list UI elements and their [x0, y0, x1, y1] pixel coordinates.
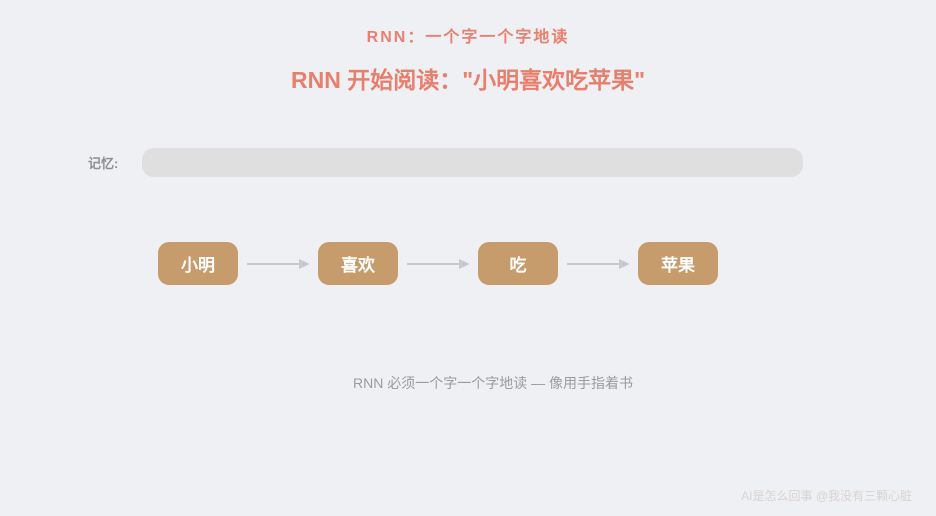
token-box: 喜欢 — [318, 242, 398, 285]
memory-label: 记忆: — [88, 156, 119, 171]
arrow-right-icon — [558, 242, 638, 285]
token-row: 小明 喜欢 吃 苹果 — [158, 242, 718, 285]
token-box: 小明 — [158, 242, 238, 285]
arrow-line — [566, 262, 619, 265]
arrow-right-icon — [238, 242, 318, 285]
arrow-head — [618, 258, 630, 269]
page-subtitle: RNN 开始阅读："小明喜欢吃苹果" — [290, 67, 646, 93]
token-box: 苹果 — [638, 242, 718, 285]
arrow-head — [298, 258, 310, 269]
page-title: RNN：一个字一个字地读 — [366, 29, 570, 46]
arrow-line — [406, 262, 459, 265]
arrow-line — [246, 262, 299, 265]
token-box: 吃 — [478, 242, 558, 285]
watermark: AI是怎么回事 @我没有三颗心脏 — [741, 489, 912, 503]
memory-bar — [142, 148, 804, 177]
caption: RNN 必须一个字一个字地读 — 像用手指着书 — [353, 375, 633, 391]
arrow-right-icon — [398, 242, 478, 285]
arrow-head — [458, 258, 470, 269]
memory-row: 记忆: — [88, 148, 804, 177]
